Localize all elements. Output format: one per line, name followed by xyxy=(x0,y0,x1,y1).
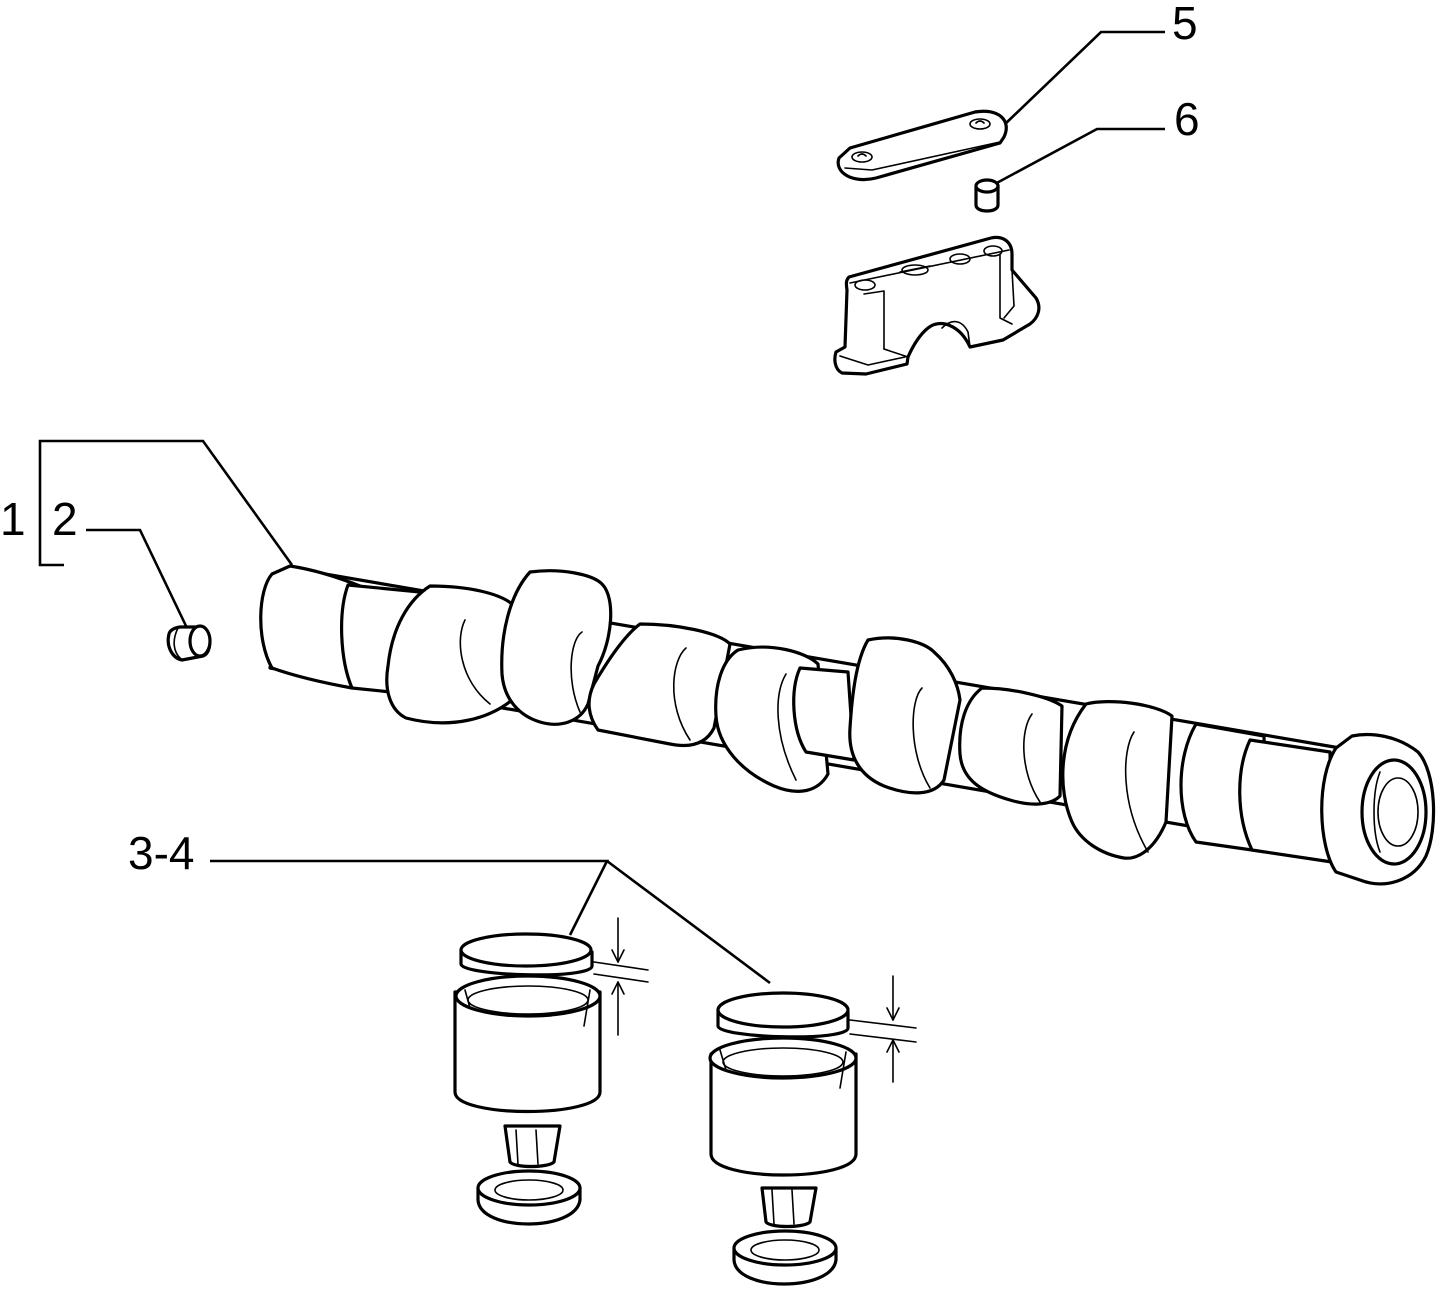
dowel-part-6 xyxy=(974,178,1000,213)
leader-1-bracket xyxy=(38,439,294,567)
tappet-right-part-3-4 xyxy=(708,975,917,1286)
callout-5: 5 xyxy=(1172,0,1198,49)
plug-part-2 xyxy=(166,624,212,662)
leader-lines xyxy=(38,30,1165,985)
leader-3-4 xyxy=(210,859,610,936)
callout-2: 2 xyxy=(52,493,78,545)
tappet-left-part-3-4 xyxy=(453,917,649,1226)
callout-6: 6 xyxy=(1174,93,1200,145)
leader-2 xyxy=(86,528,189,629)
camshaft-part-1 xyxy=(259,564,1436,886)
callout-1: 1 xyxy=(0,493,26,545)
callout-3-4: 3-4 xyxy=(128,827,195,879)
leader-3-4-b xyxy=(606,859,771,985)
leader-5 xyxy=(1002,30,1165,127)
plate-part-5 xyxy=(836,109,1008,182)
bearing-cap xyxy=(833,235,1041,376)
leader-6 xyxy=(992,127,1165,187)
